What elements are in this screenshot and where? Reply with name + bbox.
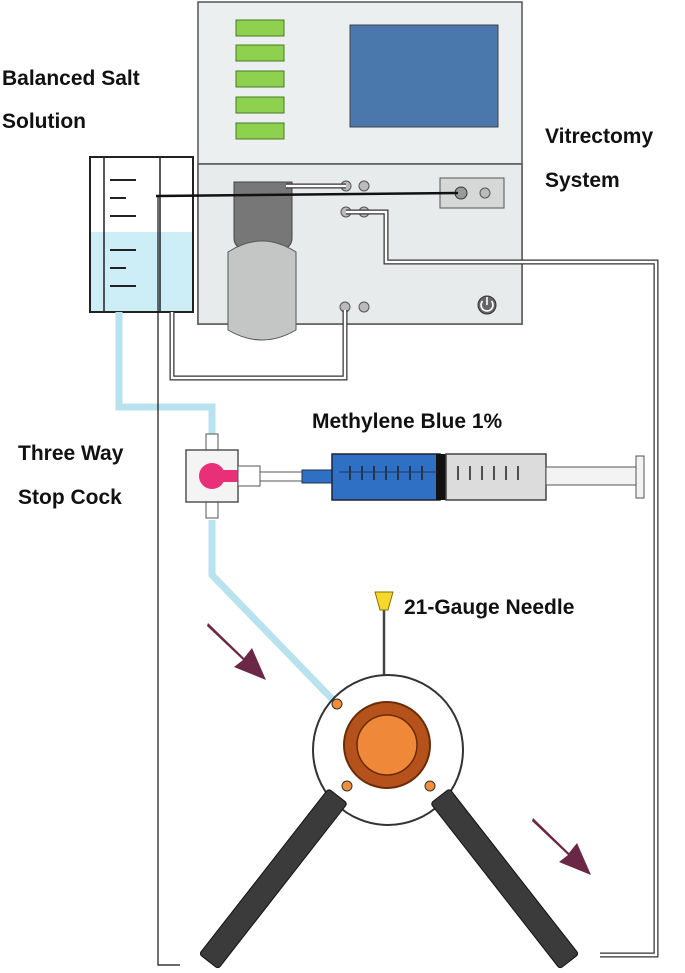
tubing xyxy=(115,183,659,966)
vitrectomy-machine xyxy=(197,1,523,341)
port-6 xyxy=(358,301,370,313)
right-port xyxy=(424,780,436,792)
label-bss-line2: Solution xyxy=(2,110,86,133)
panel-button-5 xyxy=(235,122,285,140)
right-probe xyxy=(431,789,579,969)
bss-fluid xyxy=(90,232,193,312)
probes xyxy=(199,789,579,969)
cassette-top xyxy=(233,181,293,251)
label-stopcock-line2: Stop Cock xyxy=(18,486,122,509)
left-port xyxy=(341,780,353,792)
stopcock-knob[interactable] xyxy=(199,463,225,489)
cassette-chamber xyxy=(227,240,297,341)
label-stopcock-line1: Three Way xyxy=(18,442,124,465)
port-2 xyxy=(358,180,370,192)
label-needle: 21-Gauge Needle xyxy=(404,596,574,619)
eye-orange-inner xyxy=(356,714,418,776)
panel-button-3 xyxy=(235,70,285,88)
flow-arrow-icon-2 xyxy=(532,818,591,875)
label-vitrectomy-line2: System xyxy=(545,169,620,192)
needle-hub xyxy=(374,591,394,611)
probe-port-2 xyxy=(479,187,491,199)
label-methylene-blue: Methylene Blue 1% xyxy=(312,410,503,433)
bss-container xyxy=(89,156,194,313)
three-way-stopcock xyxy=(185,433,261,519)
syringe xyxy=(259,453,645,501)
label-bss-line1: Balanced Salt xyxy=(2,67,140,90)
label-vitrectomy-line1: Vitrectomy xyxy=(545,125,653,148)
power-icon[interactable] xyxy=(477,295,497,315)
syringe-plunger[interactable] xyxy=(545,466,639,486)
panel-button-1 xyxy=(235,19,285,37)
syringe-barrel-empty xyxy=(445,453,547,501)
panel-button-4 xyxy=(235,96,285,114)
needle xyxy=(374,591,394,680)
panel-button-2 xyxy=(235,44,285,62)
machine-screen xyxy=(349,24,499,128)
infusion-port xyxy=(331,698,343,710)
flow-arrow-icon xyxy=(207,623,266,680)
eye-model xyxy=(312,674,464,826)
left-probe xyxy=(199,789,347,969)
bss-bottle xyxy=(89,156,194,313)
